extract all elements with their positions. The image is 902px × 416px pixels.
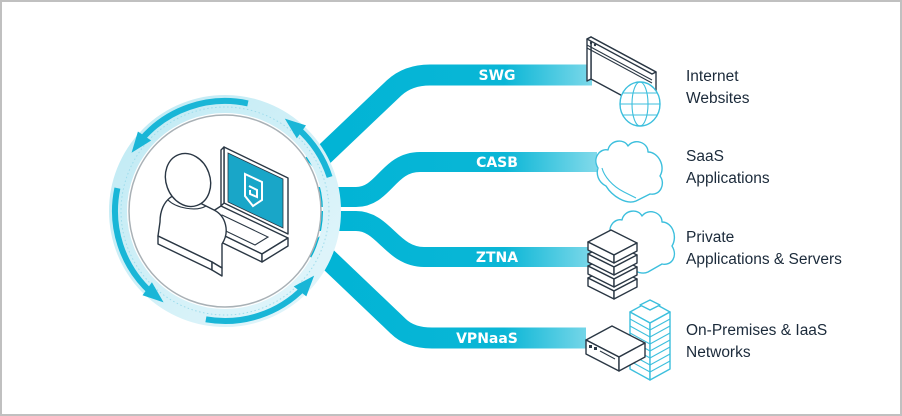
destination-line: Applications & Servers bbox=[686, 251, 842, 268]
band-label-swg: SWG bbox=[478, 68, 515, 84]
rotation-arrow-arc bbox=[205, 285, 307, 324]
destination-private-apps-servers: Private Applications & Servers bbox=[686, 229, 842, 268]
band-label-vpnaas: VPNaaS bbox=[456, 331, 518, 347]
browser-globe-icon bbox=[586, 36, 661, 127]
arrowhead-icon bbox=[284, 118, 307, 139]
appliance-building-icon bbox=[585, 299, 671, 381]
destination-internet-websites: Internet Websites bbox=[686, 68, 750, 107]
globe-icon bbox=[619, 81, 661, 127]
server-cloud-icon bbox=[587, 210, 676, 300]
destination-line: On-Premises & IaaS bbox=[686, 322, 827, 339]
arrowhead-icon bbox=[293, 275, 315, 297]
destination-line: Internet bbox=[686, 68, 739, 85]
band-label-ztna: ZTNA bbox=[476, 250, 518, 266]
rotation-arrows bbox=[112, 98, 333, 324]
rotation-arrow-arc bbox=[138, 98, 249, 143]
destination-line: Websites bbox=[686, 90, 750, 107]
band-casb bbox=[318, 152, 597, 207]
laptop-screen bbox=[227, 152, 284, 229]
band-vpnaas bbox=[304, 236, 586, 349]
arrowhead-icon bbox=[142, 282, 164, 303]
arrowhead-icon bbox=[131, 131, 152, 153]
destination-line: Applications bbox=[686, 170, 770, 187]
destination-line: Networks bbox=[686, 344, 751, 361]
center-node bbox=[109, 95, 341, 327]
band-swg bbox=[304, 64, 592, 174]
user-icon bbox=[157, 152, 227, 277]
ring-dotted-line bbox=[120, 106, 330, 316]
destination-saas-applications: SaaS Applications bbox=[686, 148, 770, 187]
destination-on-prem-iaas-networks: On-Premises & IaaS Networks bbox=[686, 322, 827, 361]
outer-ring bbox=[109, 95, 341, 327]
rotation-arrow-arc bbox=[112, 187, 154, 295]
band-ztna bbox=[318, 211, 592, 267]
destination-line: SaaS bbox=[686, 148, 724, 165]
connection-bands bbox=[304, 64, 597, 349]
band-label-casb: CASB bbox=[476, 155, 518, 171]
appliance-icon bbox=[585, 325, 646, 372]
server-stack bbox=[587, 229, 638, 300]
cloud-icon bbox=[595, 140, 664, 203]
destination-line: Private bbox=[686, 229, 734, 246]
shield-logo-icon bbox=[244, 172, 263, 208]
